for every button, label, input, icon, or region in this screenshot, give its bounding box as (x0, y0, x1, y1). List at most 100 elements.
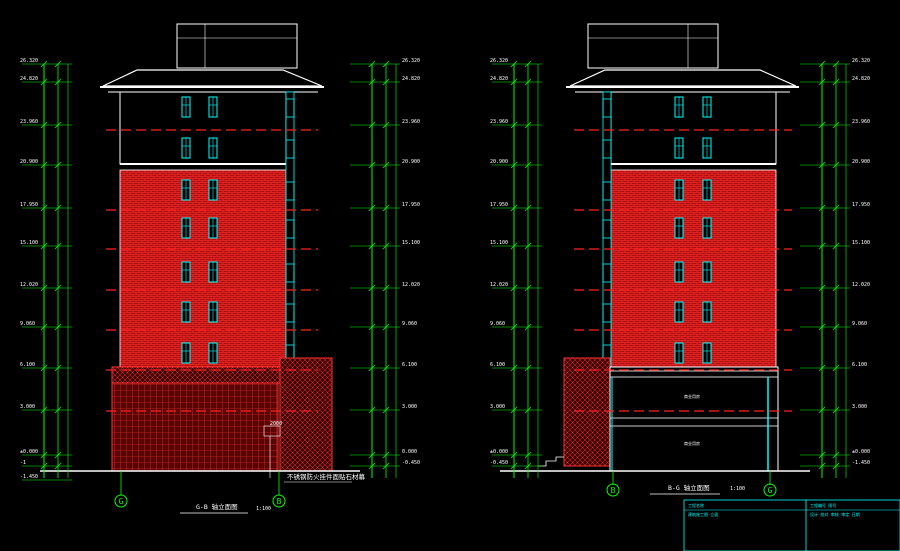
podium-tile-wall (111, 382, 279, 472)
balcony (285, 98, 295, 118)
elevation-label: 6.100 (402, 362, 417, 368)
elevation-label: 20.900 (852, 159, 870, 165)
upper-wall-2 (610, 91, 777, 165)
roof-2 (569, 69, 797, 87)
dimension-column-right-2: 26.320 24.820 23.960 20.900 17.950 15.100 12.0… (800, 58, 870, 478)
podium-side (279, 357, 333, 472)
windows-2 (602, 96, 712, 364)
dimension-column-left: 26.32024.82023.96020.90017.95015.10012.0… (20, 58, 72, 481)
elevation-label: 15.100 (490, 240, 508, 246)
elevation-label: 23.960 (402, 119, 420, 125)
balcony (602, 303, 612, 323)
elevation-label: 12.020 (490, 282, 508, 288)
left-elevation-scale: 1:100 (256, 506, 271, 512)
elevation-label: 9.060 (402, 321, 417, 327)
elevation-label: 26.320 (852, 58, 870, 64)
elevation-label: 23.960 (852, 119, 870, 125)
left-elevation: 26.320 24.820 23.960 20.900 17.950 15.100 12.0… (20, 23, 420, 514)
elevation-label: 15.100 (852, 240, 870, 246)
windows (181, 96, 295, 364)
dim-note: 2000 (270, 421, 282, 427)
elevation-label: 9.060 (490, 321, 505, 327)
elevation-label: 6.100 (852, 362, 867, 368)
left-elevation-title: G-B 轴立面图 (196, 502, 238, 511)
elevation-label: 24.820 (490, 76, 508, 82)
dimension-column-right: 26.320 24.820 23.960 20.900 17.950 15.100 12.0… (350, 58, 420, 478)
elevation-label: 20.900 (490, 159, 508, 165)
elevation-label: -1 (20, 460, 26, 466)
balcony (602, 181, 612, 201)
elevation-label: 15.100 (402, 240, 420, 246)
balcony (602, 139, 612, 159)
balcony (602, 98, 612, 118)
right-elevation-title: B-G 轴立面图 (668, 483, 710, 492)
title-block-drawing: 建筑施工图·立面 (688, 511, 718, 517)
elevation-label: 23.960 (490, 119, 508, 125)
section-cut (609, 366, 779, 472)
material-note: 不锈钢防火挂件面贴石材幕 (287, 472, 366, 481)
axis-label-left: G (119, 497, 124, 506)
elevation-label: ±0.000 (852, 449, 870, 455)
axis-label-right-2: G (768, 486, 773, 495)
elevation-label: ±0.000 (20, 449, 38, 455)
elevation-label: 26.320 (490, 58, 508, 64)
upper-wall (119, 91, 287, 165)
title-block: 工程名称 建筑施工图·立面 工程编号 图号 设计 校对 审核 审定 日期 (683, 499, 900, 551)
elevation-label: 17.950 (490, 202, 508, 208)
right-elevation: 商业用房 商业用房 26.32024.82023.96020.90017.950… (490, 23, 870, 497)
balcony (285, 139, 295, 159)
brick-facade (119, 169, 287, 368)
elevation-label: 3.000 (402, 404, 417, 410)
title-block-sign: 设计 校对 审核 审定 日期 (810, 511, 860, 517)
elevation-label: ±0.000 (490, 449, 508, 455)
elevation-label: 3.000 (852, 404, 867, 410)
elevation-label: 15.100 (20, 240, 38, 246)
roof (102, 69, 323, 87)
elevation-label: 24.820 (852, 76, 870, 82)
brick-facade-2 (610, 169, 777, 368)
elevation-label: 6.100 (20, 362, 35, 368)
elevation-label: 12.020 (402, 282, 420, 288)
elevation-label: 12.020 (20, 282, 38, 288)
elevation-label: 17.950 (20, 202, 38, 208)
elevation-label: 20.900 (402, 159, 420, 165)
elevation-label: 17.950 (852, 202, 870, 208)
room-label-lower: 商业用房 (684, 440, 700, 446)
podium-side-2 (563, 357, 611, 467)
axis-bubble-right-2 (763, 483, 777, 497)
roof-machine-room-2 (587, 23, 719, 69)
axis-label-left-2: B (611, 486, 616, 495)
axis-label-right: B (277, 497, 282, 506)
axis-bubble-left (114, 494, 128, 508)
elevation-label: -0.450 (402, 460, 420, 466)
title-block-number: 工程编号 图号 (810, 502, 836, 508)
title-block-name: 工程名称 (688, 502, 704, 508)
elevation-label: 0.000 (402, 449, 417, 455)
elevation-label: -0.450 (490, 460, 508, 466)
balcony (285, 303, 295, 323)
elevation-label: 24.820 (20, 76, 38, 82)
elevation-label: 17.950 (402, 202, 420, 208)
elevation-label: 26.320 (402, 58, 420, 64)
elevation-label: -1.450 (20, 474, 38, 480)
elevation-label: 9.060 (852, 321, 867, 327)
dimension-column-left-2: 26.320 24.820 23.960 20.900 17.950 15.100 12.0… (490, 58, 542, 478)
balcony (602, 263, 612, 283)
balcony (285, 181, 295, 201)
elevation-label: 24.820 (402, 76, 420, 82)
elevation-label: 9.060 (20, 321, 35, 327)
right-elevation-scale: 1:100 (730, 486, 745, 492)
elevation-label: 23.960 (20, 119, 38, 125)
elevation-label: 6.100 (490, 362, 505, 368)
balcony (602, 219, 612, 239)
roof-machine-room (176, 23, 298, 69)
elevation-label: -1.450 (852, 460, 870, 466)
elevation-label: 3.000 (20, 404, 35, 410)
balcony (285, 219, 295, 239)
elevation-label: 3.000 (490, 404, 505, 410)
elevation-label: 12.020 (852, 282, 870, 288)
balcony (285, 263, 295, 283)
elevation-label: 20.900 (20, 159, 38, 165)
